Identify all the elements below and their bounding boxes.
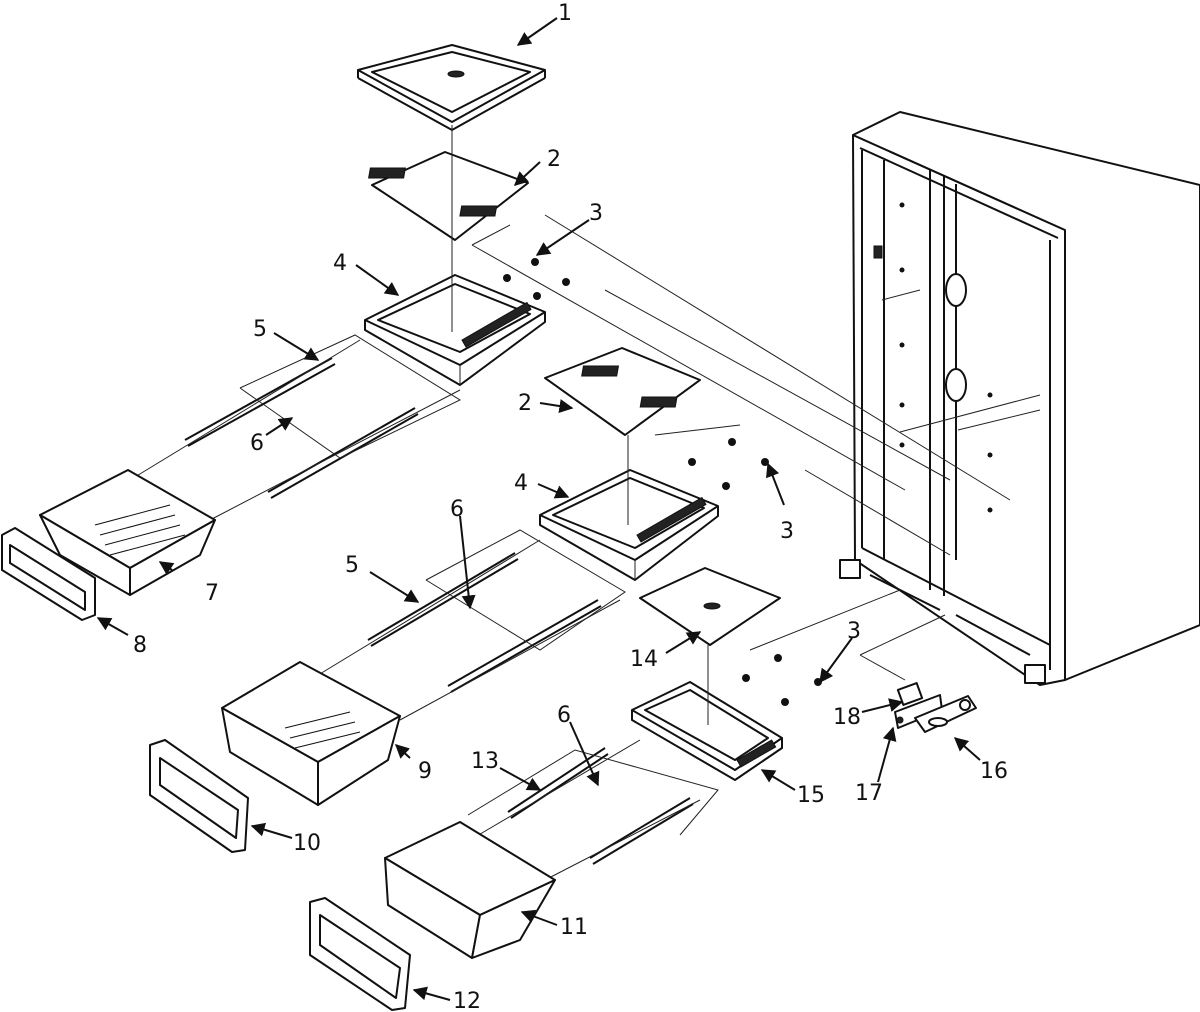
pan-front-upper bbox=[1, 527, 96, 621]
callout-7: 7 bbox=[205, 581, 219, 606]
adjuster-parts bbox=[894, 682, 977, 733]
shelf-insert-middle bbox=[544, 347, 701, 436]
glass-shelf-top bbox=[357, 44, 546, 131]
callout-11: 11 bbox=[560, 915, 588, 940]
callout-2-upper: 2 bbox=[547, 147, 561, 172]
callout-18: 18 bbox=[833, 705, 861, 730]
shelf-insert-lower bbox=[639, 567, 781, 646]
assembly-guide-lines bbox=[129, 125, 1011, 881]
crisper-cover-frame-lower bbox=[631, 681, 783, 781]
callout-3-upper: 3 bbox=[589, 201, 603, 226]
pan-front-lower bbox=[309, 897, 411, 1011]
leader-arrows bbox=[96, 17, 981, 1001]
callout-17: 17 bbox=[855, 781, 883, 806]
callout-5-middle: 5 bbox=[345, 553, 359, 578]
callout-15: 15 bbox=[797, 783, 825, 808]
callout-1: 1 bbox=[558, 1, 572, 26]
callout-14: 14 bbox=[630, 647, 658, 672]
crisper-pan-middle bbox=[221, 661, 401, 806]
callout-6-middle: 6 bbox=[450, 497, 464, 522]
callout-8: 8 bbox=[133, 633, 147, 658]
callout-labels: 1 2 3 4 5 6 7 8 2 4 3 5 6 9 10 14 3 13 6… bbox=[133, 1, 1008, 1012]
shelf-insert-upper bbox=[368, 151, 529, 241]
callout-16: 16 bbox=[980, 759, 1008, 784]
callout-13: 13 bbox=[471, 749, 499, 774]
pan-front-middle bbox=[149, 739, 249, 853]
callout-6-upper: 6 bbox=[250, 431, 264, 456]
callout-4-upper: 4 bbox=[333, 251, 347, 276]
callout-5-upper: 5 bbox=[253, 317, 267, 342]
callout-9: 9 bbox=[418, 759, 432, 784]
callout-3-middle: 3 bbox=[780, 519, 794, 544]
callout-10: 10 bbox=[293, 831, 321, 856]
callout-2-middle: 2 bbox=[518, 391, 532, 416]
callout-12: 12 bbox=[453, 989, 481, 1012]
callout-6-lower: 6 bbox=[557, 703, 571, 728]
callout-4-middle: 4 bbox=[514, 471, 528, 496]
crisper-pan-lower bbox=[384, 821, 556, 959]
crisper-cover-frame-upper bbox=[364, 274, 546, 386]
callout-3-lower: 3 bbox=[847, 619, 861, 644]
crisper-pan-upper bbox=[39, 469, 216, 596]
refrigerator-cabinet bbox=[839, 111, 1200, 686]
crisper-cover-frame-middle bbox=[539, 469, 719, 581]
